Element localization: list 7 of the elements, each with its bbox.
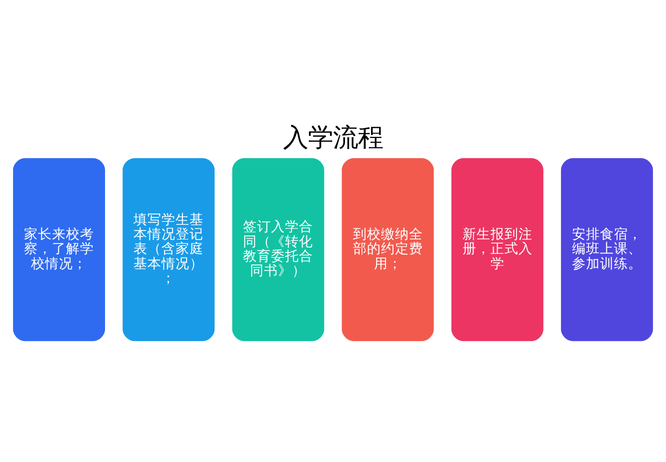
node-box: 签订入学合同（《转化教育委托合同书》）: [232, 158, 324, 341]
node-box: 到校缴纳全部的约定费用；: [342, 158, 434, 341]
node-box: 家长来校考察，了解学校情况；: [13, 158, 106, 341]
node-box: 填写学生基本情况登记表（含家庭基本情况）；: [122, 158, 215, 341]
node-box: 新生报到注册，正式入学: [451, 158, 544, 341]
diagram-title: 入学流程: [283, 122, 383, 152]
node-box: 安排食宿，编班上课、参加训练。: [560, 158, 653, 341]
